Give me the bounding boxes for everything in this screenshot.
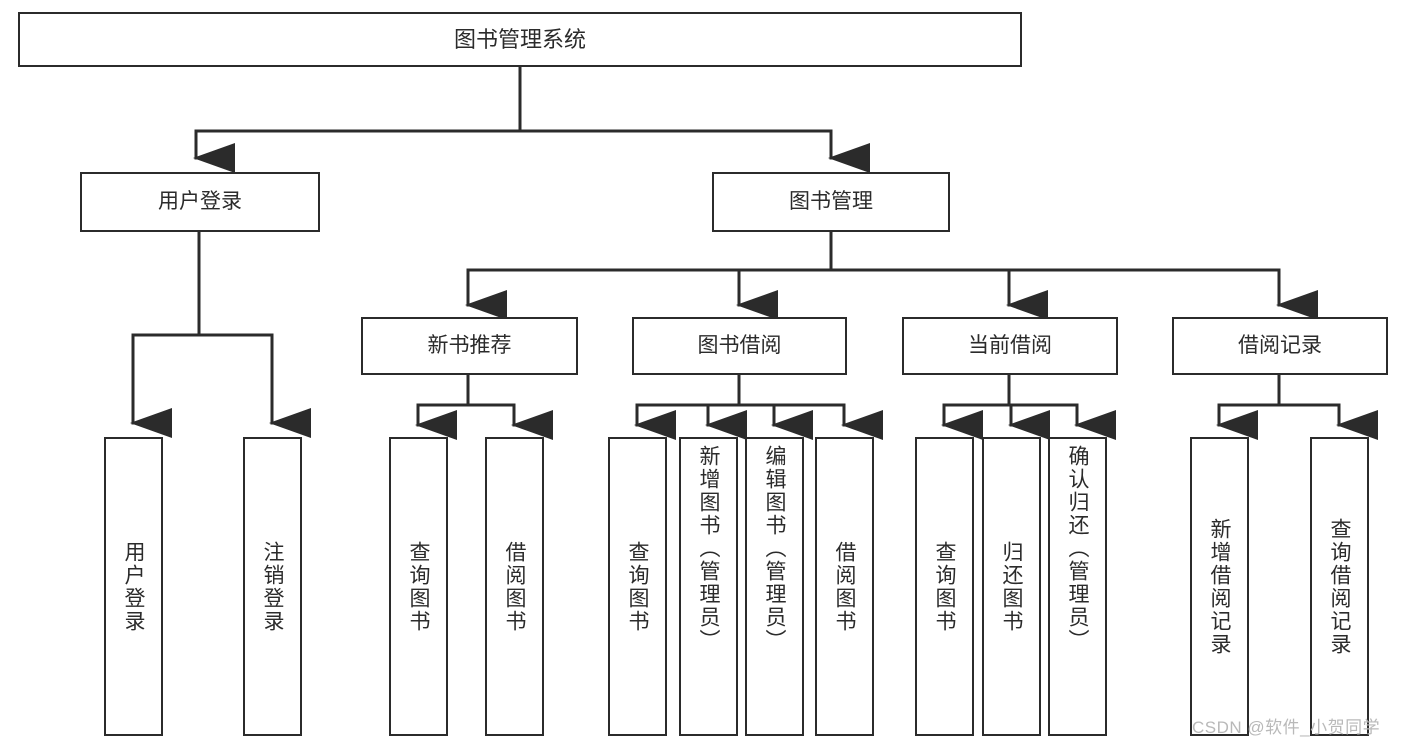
csdn-watermark: CSDN @软件_小贺同学 <box>1192 718 1381 737</box>
node-leaf-add-borrow-record[interactable]: 新增借阅记录 <box>1190 437 1249 736</box>
node-borrow-record[interactable]: 借阅记录 <box>1172 317 1388 375</box>
node-new-book-recommend[interactable]: 新书推荐 <box>361 317 578 375</box>
node-leaf-query-book-borrow[interactable]: 查询图书 <box>608 437 667 736</box>
node-leaf-borrow-book[interactable]: 借阅图书 <box>815 437 874 736</box>
node-leaf-edit-book-admin-label: 编辑图书（管理员） <box>763 445 786 652</box>
node-root-label: 图书管理系统 <box>453 26 586 52</box>
node-leaf-add-book-admin-label: 新增图书（管理员） <box>697 445 720 652</box>
node-book-borrow[interactable]: 图书借阅 <box>632 317 847 375</box>
node-leaf-return-book-label: 归还图书 <box>1000 540 1023 633</box>
node-leaf-query-book-borrow-label: 查询图书 <box>626 540 649 633</box>
node-leaf-query-borrow-record-label: 查询借阅记录 <box>1328 517 1351 656</box>
node-leaf-add-book-admin[interactable]: 新增图书（管理员） <box>679 437 738 736</box>
node-leaf-user-login[interactable]: 用户登录 <box>104 437 163 736</box>
node-leaf-query-book-recommend[interactable]: 查询图书 <box>389 437 448 736</box>
node-leaf-borrow-book-label: 借阅图书 <box>833 540 856 633</box>
node-leaf-logout-label: 注销登录 <box>261 540 284 633</box>
node-leaf-borrow-book-recommend-label: 借阅图书 <box>503 540 526 633</box>
node-leaf-logout[interactable]: 注销登录 <box>243 437 302 736</box>
node-leaf-query-book-current[interactable]: 查询图书 <box>915 437 974 736</box>
node-current-borrow[interactable]: 当前借阅 <box>902 317 1118 375</box>
node-book-borrow-label: 图书借阅 <box>697 333 782 357</box>
node-leaf-borrow-book-recommend[interactable]: 借阅图书 <box>485 437 544 736</box>
node-current-borrow-label: 当前借阅 <box>968 333 1052 357</box>
node-leaf-query-book-current-label: 查询图书 <box>933 540 956 633</box>
node-leaf-confirm-return-admin[interactable]: 确认归还（管理员） <box>1048 437 1107 736</box>
node-leaf-add-borrow-record-label: 新增借阅记录 <box>1208 517 1231 656</box>
node-leaf-query-borrow-record[interactable]: 查询借阅记录 <box>1310 437 1369 736</box>
node-user-login-label: 用户登录 <box>158 189 242 213</box>
node-leaf-confirm-return-admin-label: 确认归还（管理员） <box>1066 445 1089 652</box>
node-book-management[interactable]: 图书管理 <box>712 172 950 232</box>
node-borrow-record-label: 借阅记录 <box>1238 333 1322 357</box>
node-new-book-recommend-label: 新书推荐 <box>427 333 512 357</box>
node-leaf-edit-book-admin[interactable]: 编辑图书（管理员） <box>745 437 804 736</box>
node-leaf-user-login-label: 用户登录 <box>122 540 145 633</box>
node-leaf-query-book-recommend-label: 查询图书 <box>407 540 430 633</box>
node-root-book-management-system[interactable]: 图书管理系统 <box>18 12 1022 67</box>
node-user-login[interactable]: 用户登录 <box>80 172 320 232</box>
node-book-management-label: 图书管理 <box>789 189 873 213</box>
node-leaf-return-book[interactable]: 归还图书 <box>982 437 1041 736</box>
